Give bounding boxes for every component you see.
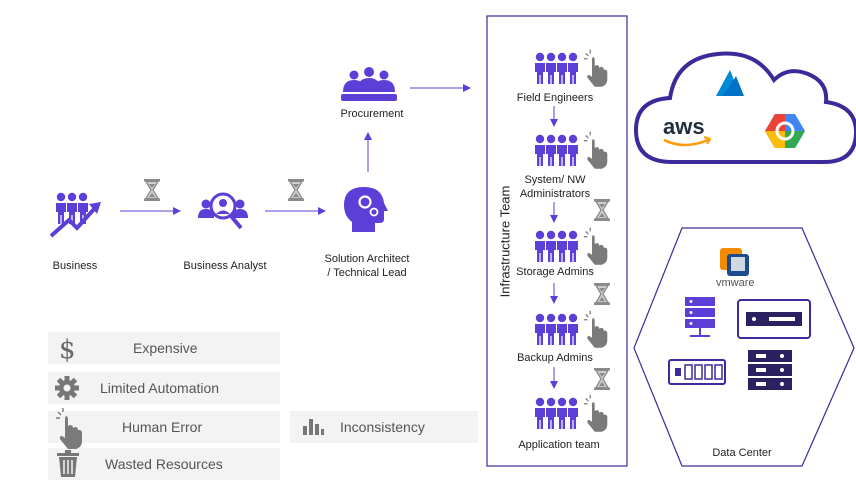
bar-chart-icon <box>303 419 324 435</box>
issue-human-error-box <box>48 411 280 443</box>
role-label-application-team: Application team <box>518 439 600 451</box>
infrastructure-team-box <box>486 15 628 467</box>
hourglass-icon <box>287 178 305 202</box>
issue-expensive-label: Expensive <box>133 340 198 356</box>
trash-icon <box>57 450 79 477</box>
issue-automation-label: Limited Automation <box>100 380 220 396</box>
hourglass-icon <box>593 282 611 306</box>
aws-text: aws <box>663 114 705 139</box>
server-stack-icon <box>685 297 715 337</box>
role-label-backup-admins: Backup Admins <box>517 352 593 364</box>
role-label-field-engineers: Field Engineers <box>516 92 594 104</box>
data-center-label: Data Center <box>712 447 772 459</box>
dollar-icon: $ <box>59 335 76 365</box>
vmware-text: vmware <box>716 277 755 289</box>
procurement-label: Procurement <box>340 108 404 120</box>
solution-architect-line-2: / Technical Lead <box>327 267 407 279</box>
solution-architect-icon <box>344 187 388 232</box>
application-team-icon <box>535 394 608 433</box>
cloud-shape <box>633 51 856 164</box>
data-center-hexagon <box>633 227 855 467</box>
google-cloud-logo <box>765 114 805 148</box>
gear-icon <box>55 376 79 400</box>
issue-inconsistency-label: Inconsistency <box>340 419 425 435</box>
role-label-system-admins-1: System/ NW <box>524 174 586 186</box>
hourglass-icon <box>593 198 611 222</box>
role-label-system-admins-2: Administrators <box>519 188 591 200</box>
issue-expensive-box <box>48 332 280 364</box>
aws-logo: aws <box>663 114 712 147</box>
issue-wasted-box <box>48 448 280 480</box>
issue-automation-box <box>48 372 280 404</box>
system-admins-icon <box>535 131 608 170</box>
server-tower-icon <box>748 350 792 390</box>
business-label: Business <box>52 260 98 272</box>
rack-server-icon <box>737 299 811 339</box>
business-icon <box>49 192 101 238</box>
issue-inconsistency-box <box>290 411 478 443</box>
storage-drive-icon <box>668 359 726 385</box>
field-engineers-icon <box>535 49 608 88</box>
hourglass-icon <box>143 178 161 202</box>
solution-architect-line-1: Solution Architect <box>324 253 410 265</box>
business-analyst-label: Business Analyst <box>183 260 267 272</box>
role-label-system-admins: System/ NW Administrators <box>500 173 610 201</box>
backup-admins-icon <box>535 310 608 349</box>
hourglass-icon <box>593 367 611 391</box>
issue-human-error-label: Human Error <box>122 419 203 435</box>
vmware-logo <box>720 248 749 276</box>
storage-admins-icon <box>535 227 608 266</box>
role-label-storage-admins: Storage Admins <box>516 266 594 278</box>
business-analyst-icon <box>198 192 248 230</box>
solution-architect-label: Solution Architect / Technical Lead <box>312 252 422 280</box>
azure-logo <box>716 70 744 96</box>
procurement-icon <box>341 67 397 101</box>
issue-wasted-label: Wasted Resources <box>105 456 223 472</box>
